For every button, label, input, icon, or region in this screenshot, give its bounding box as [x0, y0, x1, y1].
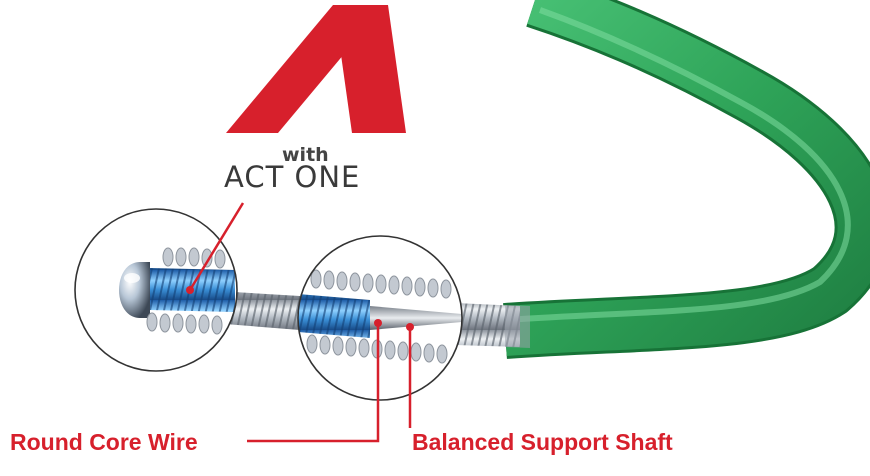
- polymer-jacket: [503, 0, 870, 359]
- core-magnifier-lens: [297, 235, 463, 401]
- core-coil-upper: [310, 269, 452, 299]
- callout-leaders: [186, 202, 414, 443]
- tip-coil-lower: [146, 312, 223, 335]
- logo-leader-line: [188, 202, 245, 291]
- a-logo-mark: [226, 5, 406, 133]
- round-core-wire-dot: [374, 319, 382, 327]
- balanced-shaft-dot: [406, 323, 414, 331]
- core-coil-lower: [306, 334, 448, 364]
- round-core-wire-label: Round Core Wire: [10, 429, 198, 455]
- round-core-wire-leader: [247, 323, 380, 443]
- tip-magnifier-lens: [74, 208, 238, 372]
- logo-with-text: with: [282, 144, 329, 166]
- balanced-support-shaft-label: Balanced Support Shaft: [412, 429, 673, 455]
- logo-leader-dot: [186, 286, 194, 294]
- logo-brand-text: ACT ONE: [224, 160, 360, 194]
- tip-coil-upper: [162, 247, 226, 269]
